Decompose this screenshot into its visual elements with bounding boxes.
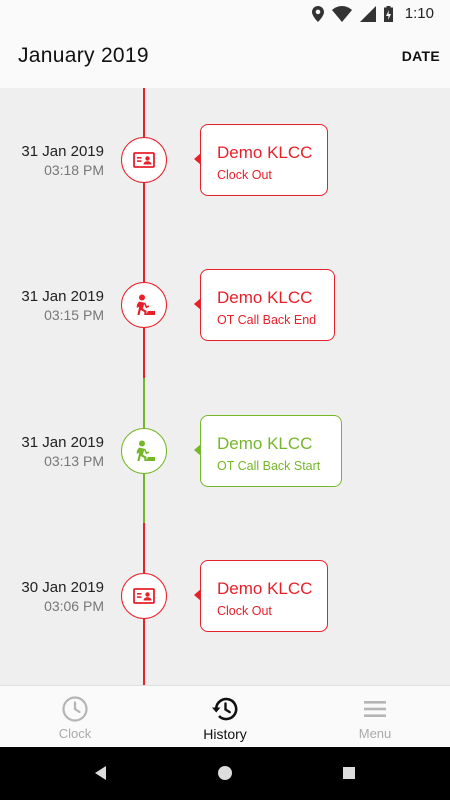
battery-charging-icon <box>383 5 393 22</box>
nav-label-history: History <box>203 726 247 742</box>
wifi-icon <box>331 5 352 22</box>
menu-icon <box>364 701 386 717</box>
entry-card[interactable]: Demo KLCC OT Call Back End <box>194 269 335 341</box>
timeline-entry: 31 Jan 2019 03:13 PM Demo KLCC OT Call B… <box>0 415 450 495</box>
entry-location: Demo KLCC <box>217 579 313 598</box>
clock-icon <box>62 696 88 722</box>
entry-card[interactable]: Demo KLCC OT Call Back Start <box>194 415 342 487</box>
entry-status-circle <box>121 282 167 328</box>
status-time: 1:10 <box>404 5 434 22</box>
entry-time: 03:18 PM <box>44 162 104 178</box>
id-card-icon <box>133 152 155 168</box>
app-bar: January 2019 DATE <box>0 28 450 88</box>
status-bar: 1:10 <box>0 0 450 28</box>
status-icons: 1:10 <box>311 5 434 22</box>
entry-status-circle <box>121 428 167 474</box>
entry-status-circle <box>121 137 167 183</box>
entry-location: Demo KLCC <box>217 288 313 307</box>
nav-label-menu: Menu <box>358 726 392 741</box>
entry-location: Demo KLCC <box>217 143 313 162</box>
entry-time: 03:15 PM <box>44 307 104 323</box>
nav-label-clock: Clock <box>58 726 92 741</box>
entry-date: 31 Jan 2019 <box>21 288 104 305</box>
entry-action: OT Call Back Start <box>217 459 321 473</box>
entry-date: 31 Jan 2019 <box>21 143 104 160</box>
history-icon <box>212 697 238 721</box>
entry-date: 31 Jan 2019 <box>21 434 104 451</box>
timeline[interactable]: 31 Jan 2019 03:18 PM Demo KLCC Clock Out… <box>0 88 450 685</box>
nav-history[interactable]: History <box>150 686 300 747</box>
recents-icon[interactable] <box>340 763 358 783</box>
worker-icon <box>136 440 155 461</box>
entry-action: OT Call Back End <box>217 313 317 327</box>
entry-status-circle <box>121 573 167 619</box>
timeline-entry: 30 Jan 2019 03:06 PM Demo KLCC Clock Out <box>0 560 450 640</box>
nav-menu[interactable]: Menu <box>300 686 450 747</box>
entry-date: 30 Jan 2019 <box>21 579 104 596</box>
entry-location: Demo KLCC <box>217 434 313 453</box>
id-card-icon <box>133 588 155 604</box>
system-nav-bar <box>0 747 450 800</box>
entry-card[interactable]: Demo KLCC Clock Out <box>194 124 328 196</box>
back-icon[interactable] <box>92 763 110 783</box>
entry-action: Clock Out <box>217 168 272 182</box>
timeline-entry: 31 Jan 2019 03:15 PM Demo KLCC OT Call B… <box>0 269 450 349</box>
home-icon[interactable] <box>216 763 234 783</box>
entry-time: 03:13 PM <box>44 453 104 469</box>
bottom-nav: Clock History Menu <box>0 685 450 747</box>
entry-time: 03:06 PM <box>44 598 104 614</box>
date-button[interactable]: DATE <box>401 48 440 64</box>
location-icon <box>311 5 324 22</box>
timeline-entry: 31 Jan 2019 03:18 PM Demo KLCC Clock Out <box>0 124 450 204</box>
timeline-line <box>143 88 145 378</box>
worker-icon <box>136 294 155 315</box>
entry-card[interactable]: Demo KLCC Clock Out <box>194 560 328 632</box>
entry-action: Clock Out <box>217 604 272 618</box>
signal-icon <box>359 5 376 22</box>
page-title: January 2019 <box>18 44 149 67</box>
nav-clock[interactable]: Clock <box>0 686 150 747</box>
